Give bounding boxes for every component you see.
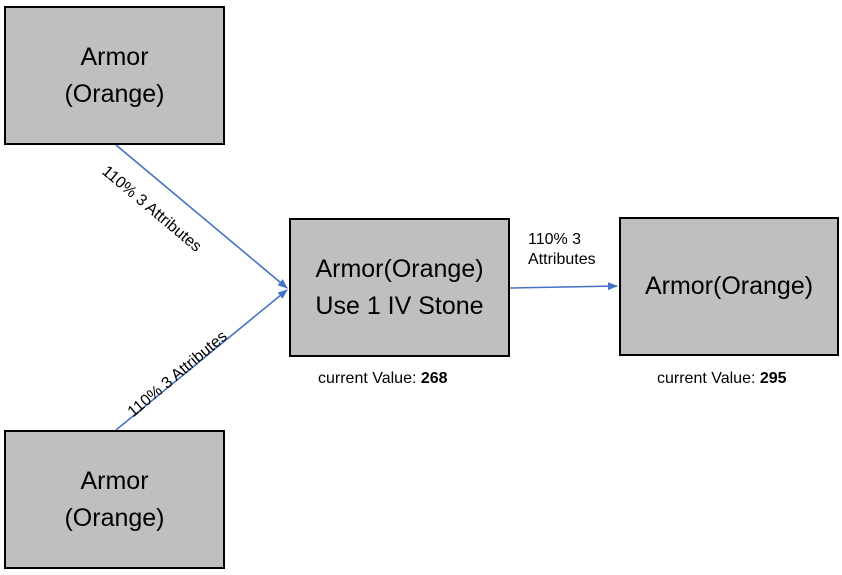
edge-top-to-combined: [115, 144, 288, 289]
node-armor-bottom-line1: Armor: [80, 466, 149, 495]
node-armor-combined-line2: Use 1 IV Stone: [315, 291, 484, 320]
node-armor-combined: Armor(Orange) Use 1 IV Stone: [289, 218, 510, 357]
result-value-label: current Value:: [657, 370, 760, 387]
node-armor-result: Armor(Orange): [619, 217, 839, 356]
combined-current-value: current Value: 268: [318, 369, 448, 389]
node-armor-top-line1: Armor: [80, 42, 149, 71]
node-armor-bottom-line2: (Orange): [64, 503, 165, 532]
edge-label-right-line2: Attributes: [528, 251, 596, 268]
node-armor-top-line2: (Orange): [64, 79, 165, 108]
edge-label-right: 110% 3 Attributes: [528, 230, 628, 270]
combined-value-number: 268: [420, 370, 448, 387]
result-current-value: current Value: 295: [657, 369, 787, 389]
node-armor-bottom: Armor (Orange): [4, 430, 225, 569]
combined-value-label: current Value:: [318, 370, 421, 387]
node-armor-top: Armor (Orange): [4, 6, 225, 145]
node-armor-result-line1: Armor(Orange): [644, 272, 814, 300]
edge-label-bottom: 110% 3 Attributes: [124, 327, 231, 421]
edge-label-right-line1: 110% 3: [528, 231, 582, 248]
node-armor-combined-line1: Armor(Orange): [315, 254, 484, 283]
edge-combined-to-result: [509, 282, 618, 291]
edge-label-top: 110% 3 Attributes: [98, 162, 205, 256]
result-value-number: 295: [759, 370, 787, 387]
